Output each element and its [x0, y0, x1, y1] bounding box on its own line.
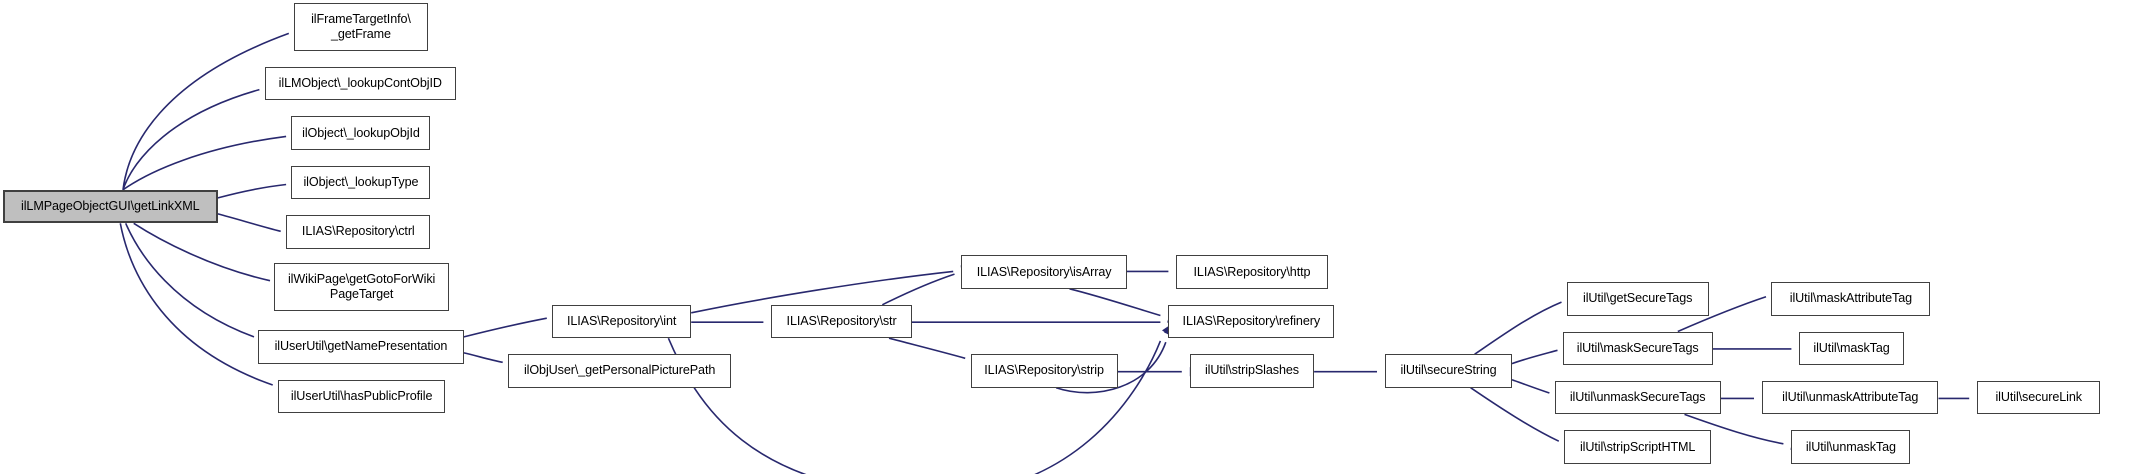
graph-node-label: ilWikiPage\getGotoForWiki PageTarget	[287, 272, 436, 302]
graph-edge-root-to-wikipage	[133, 222, 271, 282]
graph-node-frametarget[interactable]: ilFrameTargetInfo\ _getFrame	[294, 2, 428, 51]
graph-node-masktag[interactable]: ilUtil\maskTag	[1799, 331, 1904, 365]
graph-edge-root-to-namepres	[124, 222, 255, 338]
graph-node-stripscripthtml[interactable]: ilUtil\stripScriptHTML	[1564, 430, 1712, 464]
graph-node-label: ILIAS\Repository\strip	[984, 363, 1104, 378]
graph-edge-root-to-lookuptype	[217, 183, 287, 199]
graph-node-label: ilObject\_lookupType	[303, 174, 419, 189]
graph-node-label: ILIAS\Repository\refinery	[1182, 314, 1321, 328]
graph-node-label: ilUtil\maskSecureTags	[1576, 340, 1699, 355]
graph-node-label: ILIAS\Repository\isArray	[976, 264, 1112, 279]
graph-node-str[interactable]: ILIAS\Repository\str	[771, 304, 912, 339]
graph-node-label: ilUtil\unmaskTag	[1805, 439, 1896, 454]
graph-node-unmasksecuretags[interactable]: ilUtil\unmaskSecureTags	[1554, 381, 1721, 415]
graph-node-maskattrtag[interactable]: ilUtil\maskAttributeTag	[1771, 282, 1931, 316]
graph-node-publicprofile[interactable]: ilUserUtil\hasPublicProfile	[278, 379, 446, 414]
graph-edge-namepres-to-int	[463, 317, 547, 338]
graph-edge-securestring-to-masksecuretags	[1511, 349, 1558, 365]
graph-node-lookuptype[interactable]: ilObject\_lookupType	[291, 165, 431, 200]
graph-node-http[interactable]: ILIAS\Repository\http	[1176, 255, 1328, 289]
graph-node-root[interactable]: ilLMPageObjectGUI\getLinkXML	[2, 189, 218, 224]
graph-edge-root-to-frametarget	[122, 32, 290, 190]
graph-node-label: ilUserUtil\hasPublicProfile	[290, 388, 433, 403]
graph-edge-securestring-to-stripscripthtml	[1470, 387, 1560, 442]
graph-edge-securestring-to-getsecuretags	[1474, 301, 1562, 355]
graph-node-label: ilUtil\maskTag	[1813, 340, 1890, 355]
graph-node-unmaskattrtag[interactable]: ilUtil\unmaskAttributeTag	[1762, 381, 1939, 415]
graph-node-label: ilUtil\unmaskAttributeTag	[1782, 390, 1919, 405]
graph-node-unmasktag[interactable]: ilUtil\unmaskTag	[1791, 430, 1911, 464]
graph-node-label: ilUtil\secureLink	[1995, 390, 2082, 405]
graph-edge-root-to-lmcontobjid	[122, 88, 260, 191]
graph-node-label: ilUserUtil\getNamePresentation	[274, 339, 448, 354]
arrowhead-layer	[260, 24, 1989, 451]
graph-node-getsecuretags[interactable]: ilUtil\getSecureTags	[1566, 282, 1709, 316]
graph-node-label: ILIAS\Repository\str	[786, 314, 897, 328]
graph-node-label: ILIAS\Repository\ctrl	[301, 224, 415, 239]
graph-node-securelink[interactable]: ilUtil\secureLink	[1977, 381, 2101, 415]
graph-node-int[interactable]: ILIAS\Repository\int	[552, 304, 692, 339]
graph-node-label: ILIAS\Repository\http	[1193, 264, 1311, 279]
graph-node-lookupobjid[interactable]: ilObject\_lookupObjId	[291, 116, 431, 150]
graph-node-label: ilUtil\maskAttributeTag	[1789, 291, 1913, 306]
graph-edge-root-to-lookupobjid	[122, 135, 287, 191]
graph-node-ctrl[interactable]: ILIAS\Repository\ctrl	[286, 215, 431, 249]
graph-edge-str-to-isarray	[881, 273, 955, 306]
graph-node-securestring[interactable]: ilUtil\secureString	[1385, 354, 1512, 388]
graph-node-label: ilObjUser\_getPersonalPicturePath	[523, 363, 716, 378]
graph-node-refinery[interactable]: ILIAS\Repository\refinery	[1168, 304, 1335, 339]
graph-node-label: ilUtil\secureString	[1400, 363, 1497, 378]
graph-node-label: ilUtil\stripSlashes	[1204, 363, 1299, 378]
graph-node-masksecuretags[interactable]: ilUtil\maskSecureTags	[1562, 331, 1713, 365]
graph-node-label: ILIAS\Repository\int	[566, 314, 677, 328]
graph-edge-securestring-to-unmasksecuretags	[1511, 378, 1550, 394]
graph-edge-isarray-to-refinery	[1069, 288, 1161, 317]
graph-node-strip[interactable]: ILIAS\Repository\strip	[970, 354, 1118, 388]
graph-node-label: ilUtil\stripScriptHTML	[1579, 439, 1696, 454]
graph-node-label: ilLMPageObjectGUI\getLinkXML	[21, 199, 200, 214]
graph-node-label: ilFrameTargetInfo\ _getFrame	[311, 11, 411, 41]
graph-node-namepres[interactable]: ilUserUtil\getNamePresentation	[258, 330, 464, 364]
graph-node-label: ilUtil\unmaskSecureTags	[1569, 390, 1706, 405]
graph-node-label: ilUtil\getSecureTags	[1583, 291, 1693, 306]
graph-edge-root-to-ctrl	[217, 213, 281, 233]
graph-node-label: ilLMObject\_lookupContObjID	[278, 76, 442, 91]
graph-edge-namepres-to-picturepath	[463, 352, 503, 364]
graph-edge-str-to-strip	[888, 337, 966, 360]
graph-node-picturepath[interactable]: ilObjUser\_getPersonalPicturePath	[508, 354, 732, 388]
graph-node-label: ilObject\_lookupObjId	[302, 125, 420, 140]
graph-edge-root-to-publicprofile	[119, 223, 273, 386]
graph-node-stripslashes[interactable]: ilUtil\stripSlashes	[1189, 354, 1315, 388]
graph-node-wikipage[interactable]: ilWikiPage\getGotoForWiki PageTarget	[274, 263, 450, 312]
graph-node-isarray[interactable]: ILIAS\Repository\isArray	[961, 255, 1127, 289]
graph-node-lmcontobjid[interactable]: ilLMObject\_lookupContObjID	[264, 66, 456, 101]
